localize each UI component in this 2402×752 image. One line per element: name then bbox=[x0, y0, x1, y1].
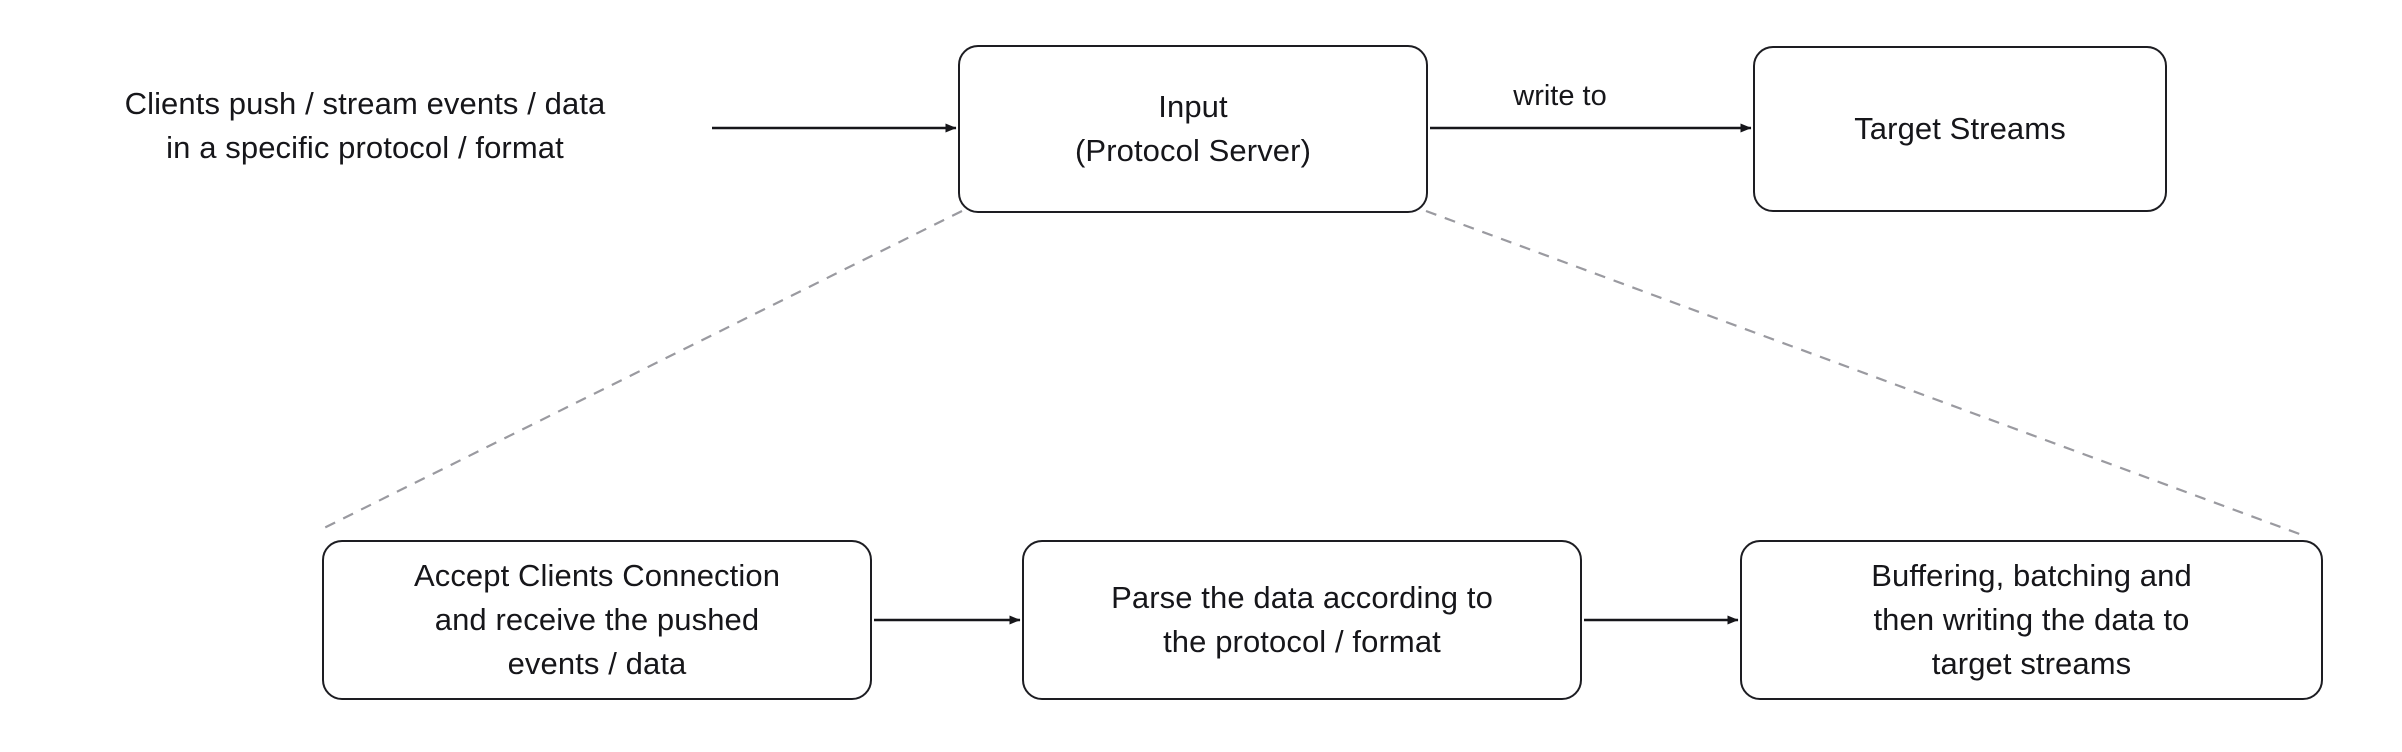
dashed-expander-right bbox=[1425, 209, 2306, 538]
node-parse-data[interactable]: Parse the data according to the protocol… bbox=[1022, 540, 1582, 700]
node-input-protocol-server[interactable]: Input (Protocol Server) bbox=[958, 45, 1428, 213]
annotation-clients-push: Clients push / stream events / data in a… bbox=[124, 86, 606, 166]
dashed-expander-left bbox=[321, 210, 963, 530]
edge-label-write-to: write to bbox=[1513, 80, 1607, 112]
node-accept-clients-connection[interactable]: Accept Clients Connection and receive th… bbox=[322, 540, 872, 700]
node-target-streams[interactable]: Target Streams bbox=[1753, 46, 2167, 212]
node-buffering-batching-writing[interactable]: Buffering, batching and then writing the… bbox=[1740, 540, 2323, 700]
